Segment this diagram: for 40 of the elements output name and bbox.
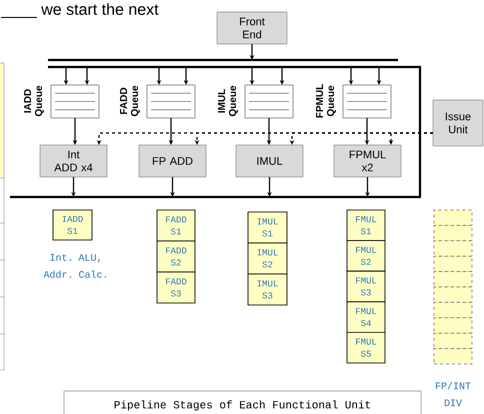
queue-box (146, 84, 196, 118)
queue-box (342, 84, 392, 118)
stage-cell: FADD S3 (156, 272, 196, 304)
stage-cell: FMUL S1 (346, 210, 386, 241)
queue-box (50, 84, 100, 118)
stage-cell: FMUL S2 (346, 240, 386, 272)
stage-cell: IMUL S3 (248, 274, 288, 306)
unit-box: FP ADD (138, 144, 206, 178)
unit-note: FP/INT DIV (436, 382, 471, 406)
stage-cell: IMUL S1 (248, 212, 288, 244)
stage-cell (434, 333, 472, 349)
stage-cell: IMUL S2 (248, 242, 288, 274)
queue-label: IADD Queue (24, 86, 44, 116)
stage-cell (434, 256, 472, 272)
stage-cell (434, 348, 472, 364)
stage-cell (434, 318, 472, 334)
queue-label: IMUL Queue (218, 86, 238, 116)
stage-cell: FMUL S4 (346, 301, 386, 333)
title-text: ____ we start the next (0, 3, 158, 18)
stage-cell (434, 240, 472, 256)
stage-cell (434, 286, 472, 303)
unit-note: Int. ALU, Addr. Calc. (44, 254, 106, 278)
stage-cell: FADD S2 (156, 240, 196, 272)
caption-box: Pipeline Stages of Each Functional Unit (64, 390, 422, 414)
unit-box: Int ADD x4 (40, 144, 108, 178)
stage-cell (434, 271, 472, 288)
unit-box: IMUL (236, 144, 304, 178)
stage-cell (434, 302, 472, 318)
queue-box (244, 84, 294, 118)
stage-cell: FMUL S5 (346, 332, 386, 364)
stage-cell (434, 210, 472, 226)
stage-cell: IADD S1 (52, 210, 92, 240)
stage-cell: FADD S1 (156, 210, 196, 242)
unit-box: FPMUL x2 (334, 144, 402, 178)
stage-cell: FMUL S3 (346, 270, 386, 302)
queue-label: FPMUL Queue (316, 84, 336, 118)
stage-cell (434, 225, 472, 241)
unit-box: Front End (216, 12, 288, 44)
queue-label: FADD Queue (120, 86, 140, 116)
unit-box: Issue Unit (432, 100, 484, 146)
